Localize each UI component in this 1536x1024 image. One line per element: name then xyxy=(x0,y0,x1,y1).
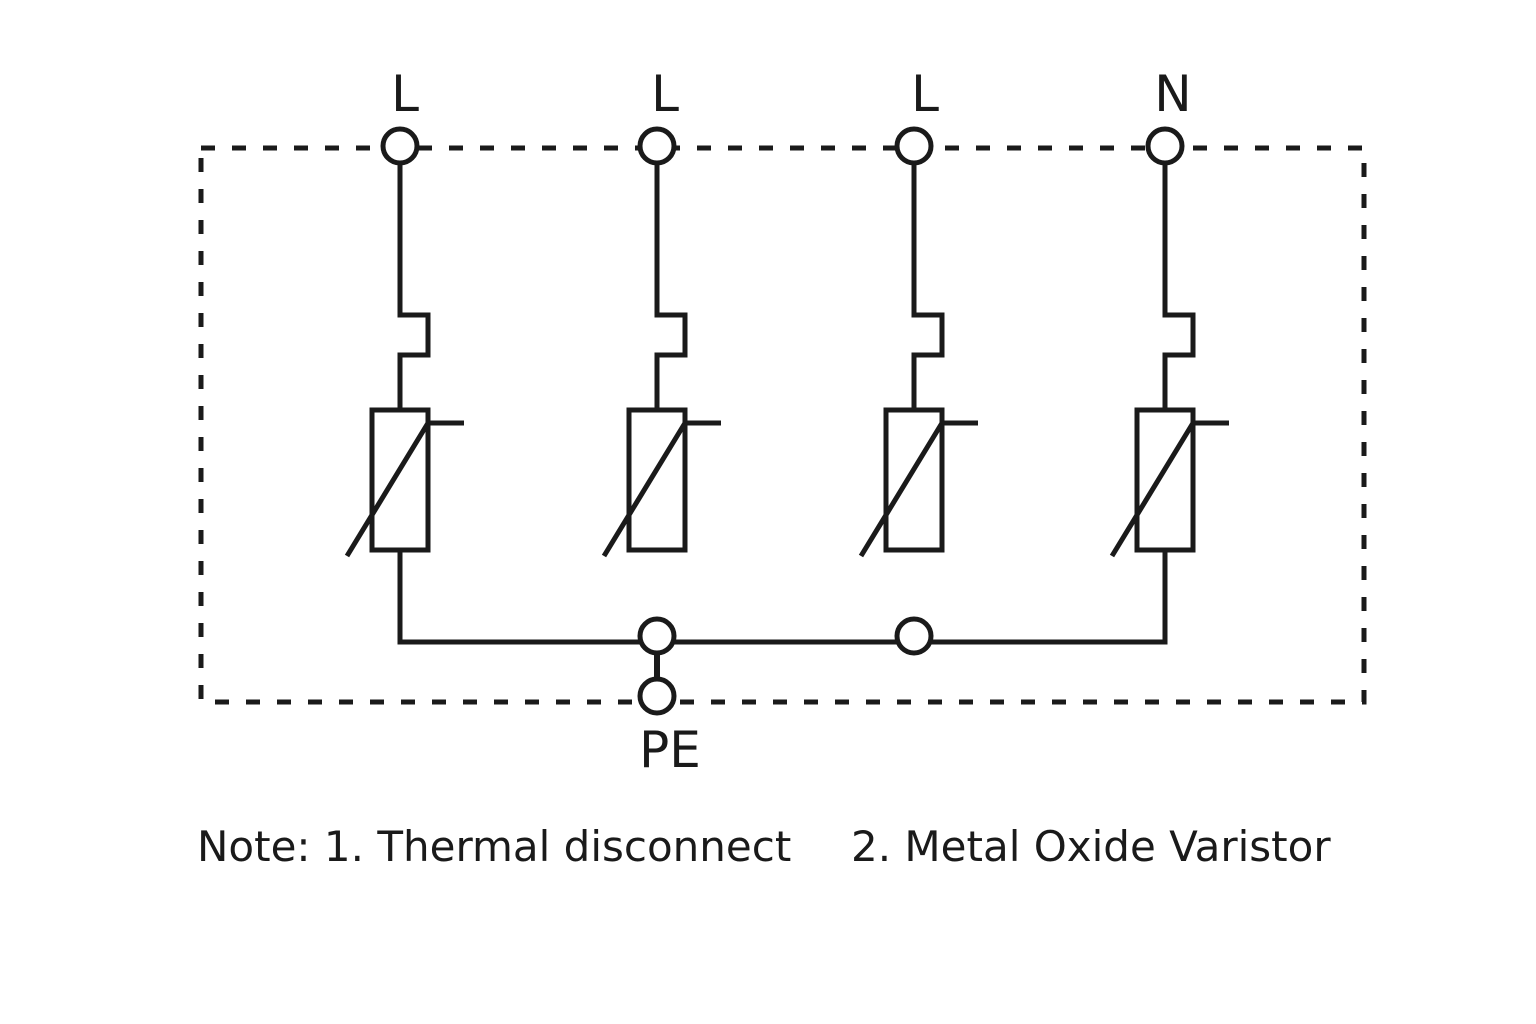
note-metal-oxide-varistor: 2. Metal Oxide Varistor xyxy=(851,822,1331,871)
label-n: N xyxy=(1154,65,1191,123)
bus-node-1 xyxy=(637,616,677,656)
varistor-diagonal xyxy=(1109,421,1196,558)
bus-node-2 xyxy=(894,616,934,656)
terminal-l3 xyxy=(894,126,934,166)
neutral-pe-bus xyxy=(397,550,1168,645)
varistor-diagonal xyxy=(858,421,945,558)
branch-l3 xyxy=(858,162,978,558)
terminal-n xyxy=(1145,126,1185,166)
label-l3: L xyxy=(911,65,939,123)
terminal-pe xyxy=(637,676,677,716)
enclosure-dashed-box xyxy=(198,145,1367,705)
label-l1: L xyxy=(391,65,419,123)
varistor-body xyxy=(626,407,688,553)
terminal-l2 xyxy=(637,126,677,166)
varistor-body xyxy=(369,407,431,553)
label-l2: L xyxy=(651,65,679,123)
thermal-disconnect-symbol xyxy=(654,162,688,410)
varistor-body xyxy=(1134,407,1196,553)
thermal-disconnect-symbol xyxy=(397,162,431,410)
branch-n xyxy=(1109,162,1229,558)
terminal-l1 xyxy=(380,126,420,166)
varistor-diagonal xyxy=(344,421,431,558)
branch-l1 xyxy=(344,162,464,558)
varistor-diagonal xyxy=(601,421,688,558)
note-thermal-disconnect: Note: 1. Thermal disconnect xyxy=(197,822,792,871)
varistor-body xyxy=(883,407,945,553)
thermal-disconnect-symbol xyxy=(911,162,945,410)
branch-l2 xyxy=(601,162,721,558)
label-pe: PE xyxy=(639,721,701,779)
thermal-disconnect-symbol xyxy=(1162,162,1196,410)
